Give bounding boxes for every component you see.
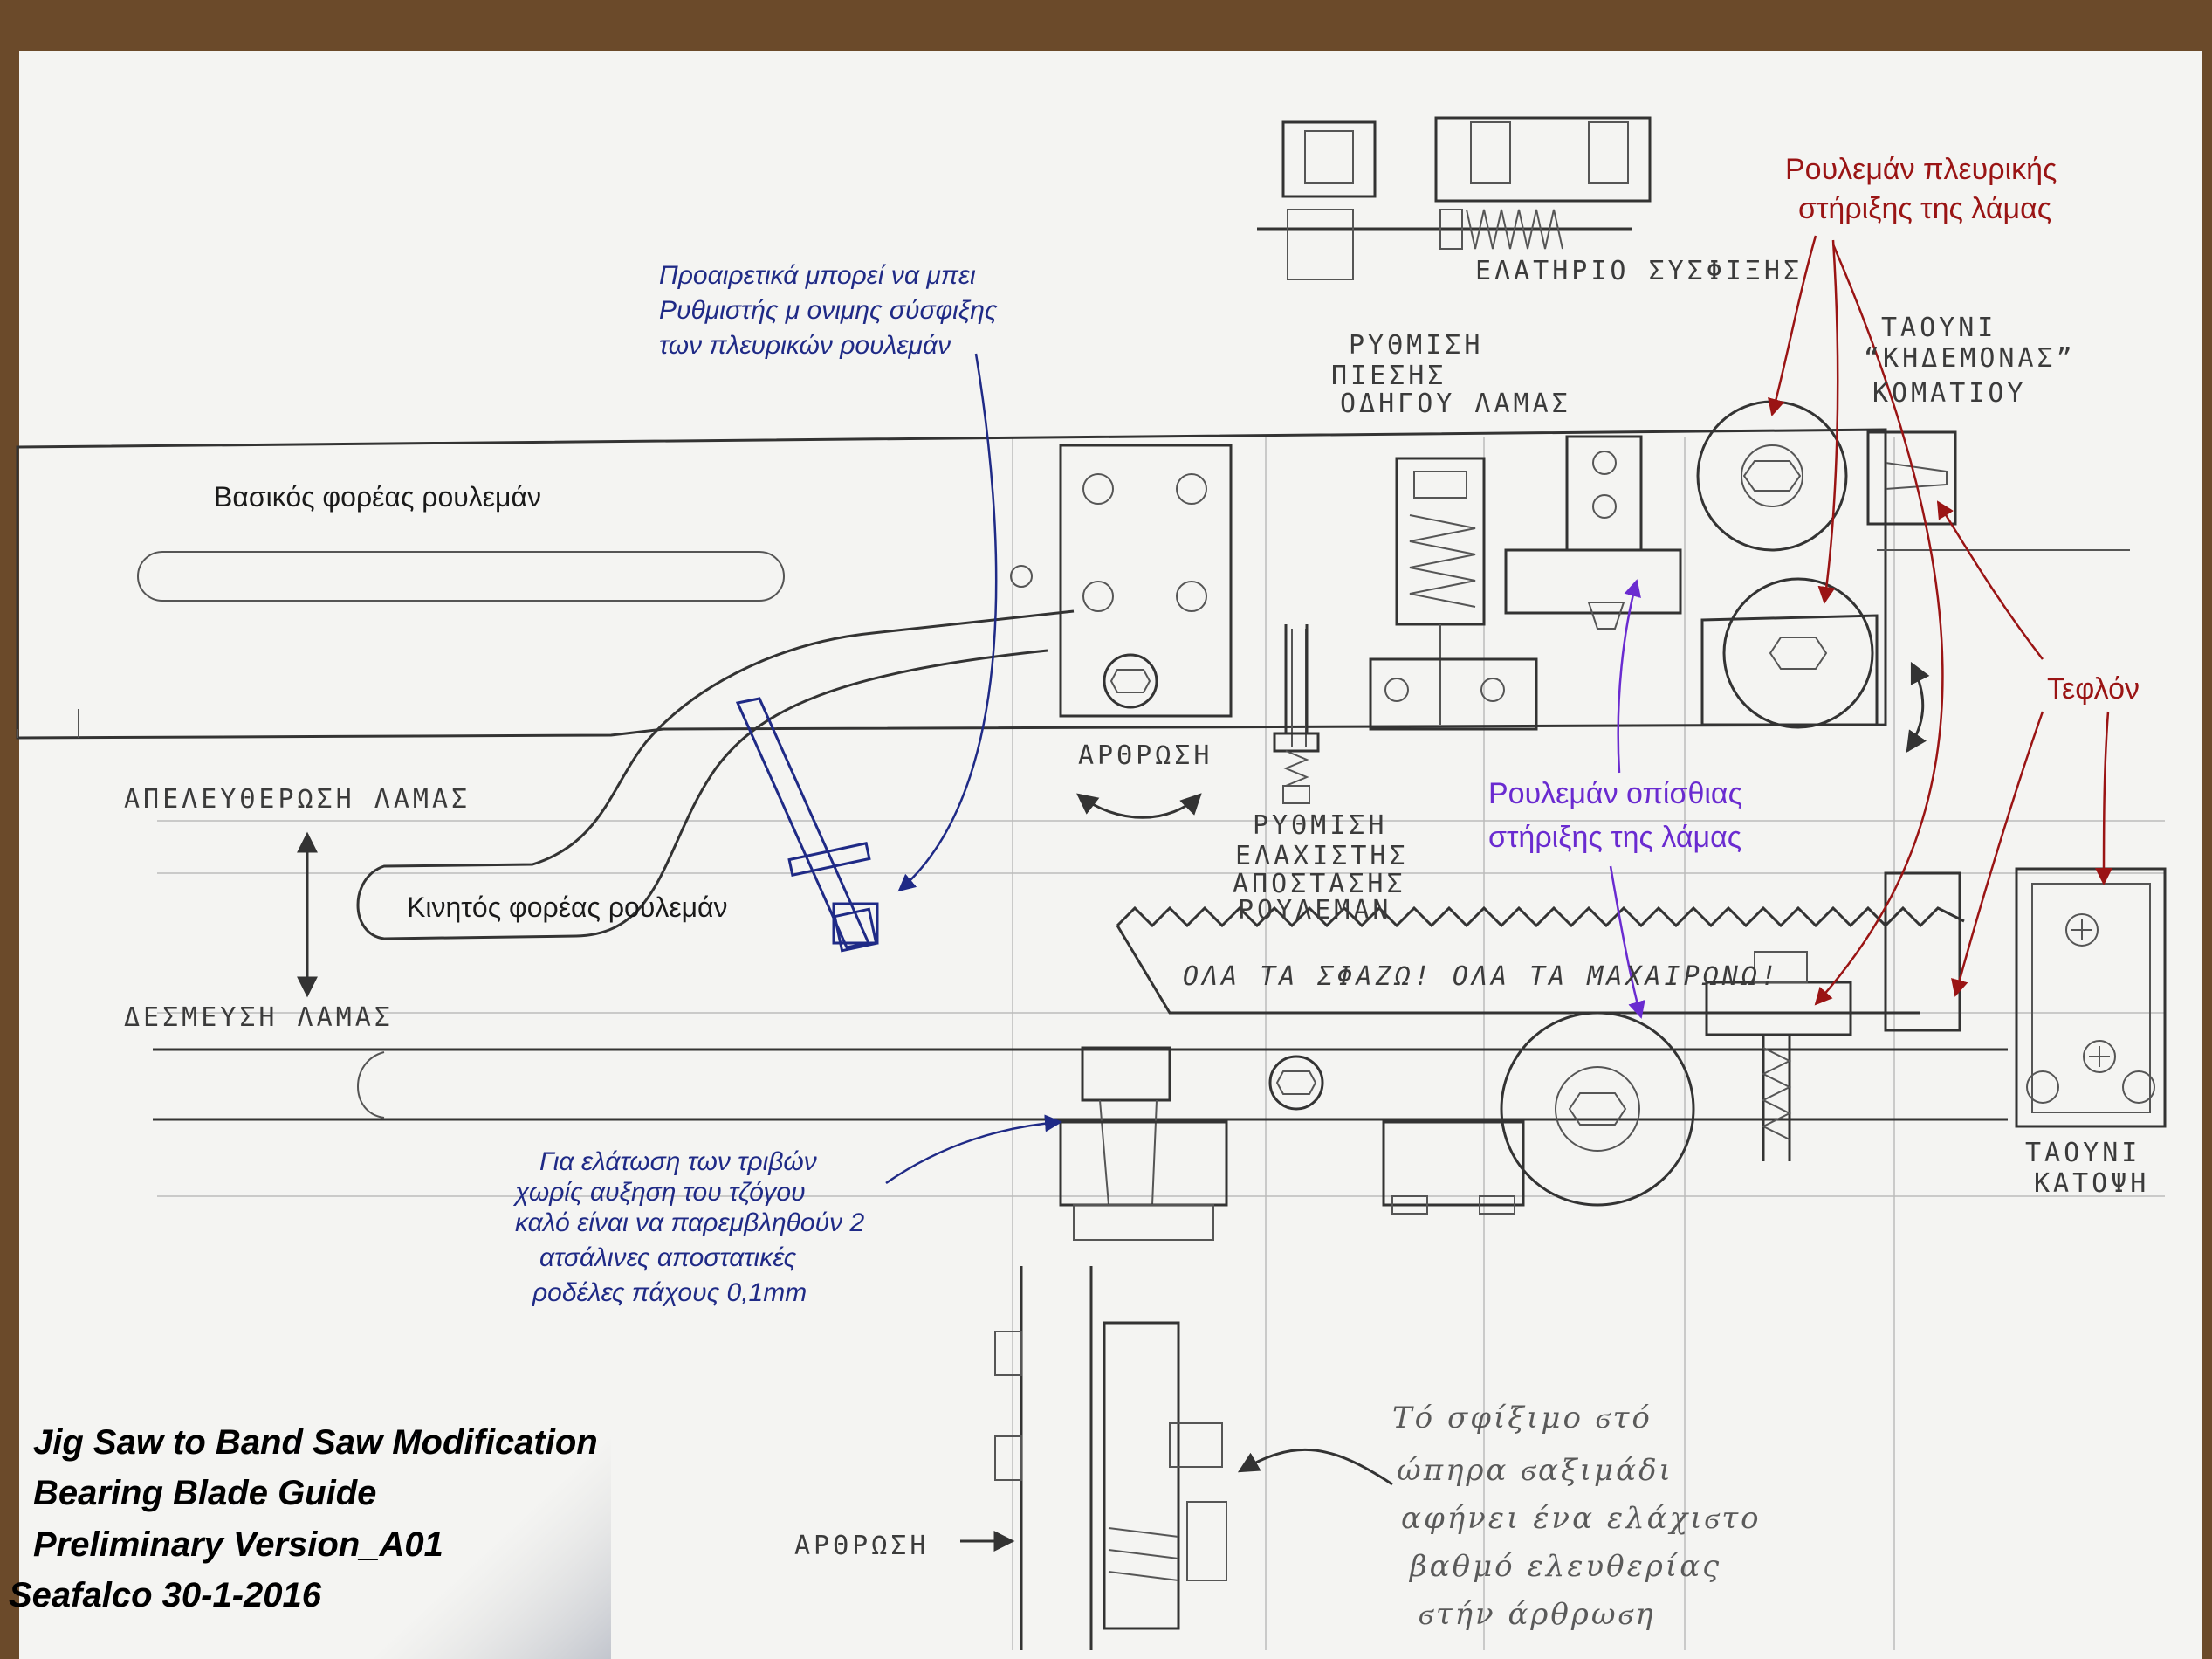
pivot-label-1: ΑΡΘΡΩΣΗ	[1078, 740, 1212, 771]
base-carrier-label: Βασικός φορέας ρουλεμάν	[214, 481, 541, 513]
back-bearings-note: Ρουλεμάν οπίσθιας στήριξης της λάμας	[1488, 777, 1742, 854]
svg-text:των πλευρικών ρουλεμάν: των πλευρικών ρουλεμάν	[659, 331, 951, 360]
blade-inscription: ΟΛΑ ΤΑ ΣΦΑΖΩ! ΟΛΑ ΤΑ ΜΑΧΑΙΡΩΝΩ!	[1183, 961, 1780, 992]
svg-text:στήριξης της λάμας: στήριξης της λάμας	[1488, 821, 1741, 854]
svg-text:ΡΟΥΛΕΜΑΝ: ΡΟΥΛΕΜΑΝ	[1238, 895, 1392, 926]
pivot-label-2: ΑΡΘΡΩΣΗ	[794, 1531, 929, 1561]
svg-text:ϭτήν άρθρωϭη: ϭτήν άρθρωϭη	[1419, 1597, 1656, 1632]
taouni-plan-label: ΤΑΟΥΝΙ ΚΑΤΟΨΗ	[2025, 1138, 2149, 1199]
svg-text:στήριξης της λάμας: στήριξης της λάμας	[1798, 192, 2051, 225]
red-leaders	[1768, 235, 2113, 1006]
svg-text:Για ελάτωση των τριβών: Για ελάτωση των τριβών	[539, 1147, 817, 1176]
pencil-arrows	[297, 661, 1930, 1552]
navy-leaders	[885, 353, 1062, 1185]
svg-text:Seafalco 30-1-2016: Seafalco 30-1-2016	[9, 1576, 322, 1614]
svg-text:ώπηρα ϭαξιμάδι: ώπηρα ϭαξιμάδι	[1397, 1453, 1673, 1488]
friction-reduction-note: Για ελάτωση των τριβών χωρίς αυξηση του …	[512, 1147, 864, 1307]
saw-blade	[1116, 871, 1965, 1032]
teflon-note: Τεφλόν	[2047, 672, 2140, 706]
pressure-adjust-block	[1395, 435, 1682, 725]
svg-text:ΡΥΘΜΙΣΗ: ΡΥΘΜΙΣΗ	[1253, 810, 1387, 841]
svg-text:ΤΑΟΥΝΙ: ΤΑΟΥΝΙ	[2025, 1138, 2140, 1168]
svg-text:καλό είναι να παρεμβληθούν 2: καλό είναι να παρεμβληθούν 2	[515, 1208, 864, 1237]
svg-text:ΡΥΘΜΙΣΗ: ΡΥΘΜΙΣΗ	[1349, 330, 1483, 361]
faint-grid	[157, 437, 2165, 1650]
svg-text:ΤΑΟΥΝΙ: ΤΑΟΥΝΙ	[1881, 313, 1996, 343]
min-distance-label: ΡΥΘΜΙΣΗ ΕΛΑΧΙΣΤΗΣ ΑΠΟΣΤΑΣΗΣ ΡΟΥΛΕΜΑΝ	[1233, 810, 1409, 926]
svg-text:Ρουλεμάν οπίσθιας: Ρουλεμάν οπίσθιας	[1488, 777, 1742, 810]
svg-text:βαθμό ελευθερίας: βαθμό ελευθερίας	[1408, 1549, 1721, 1584]
svg-text:ΑΠΟΣΤΑΣΗΣ: ΑΠΟΣΤΑΣΗΣ	[1233, 869, 1406, 899]
spring-clamp-detail	[1257, 116, 1652, 280]
moving-carrier-label: Κινητός φορέας ρουλεμάν	[407, 891, 728, 923]
taouni-part-label: ΤΑΟΥΝΙ “ΚΗΔΕΜΟΝΑΣ” ΚΟΜΑΤΙΟΥ	[1864, 313, 2076, 409]
svg-text:ΚΟΜΑΤΙΟΥ: ΚΟΜΑΤΙΟΥ	[1872, 378, 2027, 409]
svg-text:ατσάλινες αποστατικές: ατσάλινες αποστατικές	[539, 1243, 797, 1272]
base-carrier	[16, 428, 1887, 740]
back-bearing	[1500, 951, 1852, 1207]
side-bearings-note: Ρουλεμάν πλευρικής στήριξης της λάμας	[1785, 153, 2057, 225]
pivot-freedom-note: Τό σφίξιμο ϭτό ώπηρα ϭαξιμάδι αφήνει ένα…	[1392, 1401, 1762, 1632]
svg-text:Preliminary Version_A01: Preliminary Version_A01	[33, 1525, 443, 1564]
svg-text:Τό σφίξιμο ϭτό: Τό σφίξιμο ϭτό	[1392, 1401, 1652, 1435]
pivot-plate	[1010, 444, 1233, 718]
lower-assembly	[1059, 1046, 1525, 1241]
svg-text:“ΚΗΔΕΜΟΝΑΣ”: “ΚΗΔΕΜΟΝΑΣ”	[1864, 343, 2076, 374]
pressure-adjust-label: ΡΥΘΜΙΣΗ ΠΙΕΣΗΣ ΟΔΗΓΟΥ ΛΑΜΑΣ	[1331, 330, 1571, 419]
svg-text:ΕΛΑΧΙΣΤΗΣ: ΕΛΑΧΙΣΤΗΣ	[1235, 841, 1409, 871]
paper-shadow	[0, 1091, 611, 1659]
svg-text:ροδέλες πάχους 0,1mm: ροδέλες πάχους 0,1mm	[532, 1278, 807, 1307]
svg-text:ΚΑΤΟΨΗ: ΚΑΤΟΨΗ	[2034, 1168, 2149, 1199]
section-view	[994, 1266, 1227, 1650]
svg-text:Bearing Blade Guide: Bearing Blade Guide	[33, 1474, 376, 1512]
spring-label: ΕΛΑΤΗΡΙΟ ΣΥΣΦΙΞΗΣ	[1475, 256, 1803, 286]
svg-text:αφήνει ένα ελάχιϭτο: αφήνει ένα ελάχιϭτο	[1401, 1501, 1762, 1536]
title-block: Jig Saw to Band Saw Modification Bearing…	[9, 1423, 598, 1614]
svg-text:Προαιρετικά μπορεί να μπει: Προαιρετικά μπορεί να μπει	[659, 261, 976, 290]
lock-blade-label: ΔΕΣΜΕΥΣΗ ΛΑΜΑΣ	[124, 1002, 394, 1033]
svg-text:χωρίς αυξηση του τζόγου: χωρίς αυξηση του τζόγου	[512, 1178, 806, 1207]
svg-text:Ρυθμιστής μ ονιμης σύσφιξης: Ρυθμιστής μ ονιμης σύσφιξης	[659, 296, 998, 325]
min-distance-screw	[1273, 624, 1320, 804]
purple-leaders	[1609, 579, 1645, 1019]
svg-text:ΠΙΕΣΗΣ: ΠΙΕΣΗΣ	[1331, 361, 1446, 391]
release-lever	[735, 697, 879, 953]
svg-text:ΟΔΗΓΟΥ ΛΑΜΑΣ: ΟΔΗΓΟΥ ΛΑΜΑΣ	[1340, 389, 1571, 419]
svg-text:Ρουλεμάν πλευρικής: Ρουλεμάν πλευρικής	[1785, 153, 2057, 186]
release-blade-label: ΑΠΕΛΕΥΘΕΡΩΣΗ ΛΑΜΑΣ	[124, 784, 471, 815]
optional-adjuster-note: Προαιρετικά μπορεί να μπει Ρυθμιστής μ ο…	[659, 261, 998, 360]
taouni-part	[1866, 430, 2130, 551]
svg-text:Jig Saw to Band Saw Modificati: Jig Saw to Band Saw Modification	[33, 1423, 598, 1462]
taouni-plan-view	[2015, 867, 2167, 1128]
moving-carrier	[153, 609, 2008, 1121]
